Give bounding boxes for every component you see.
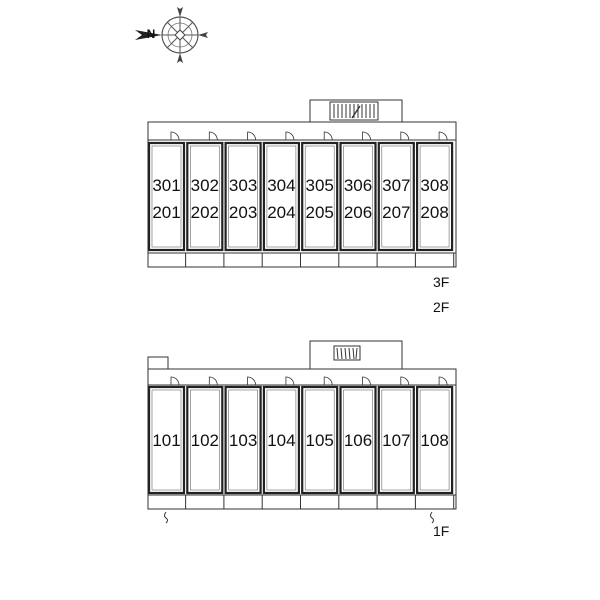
- unit-number-lower: 208: [420, 203, 448, 222]
- unit-cell: 101: [147, 376, 187, 509]
- unit-cell: 107: [377, 376, 416, 509]
- door-swing-icon: [208, 376, 218, 386]
- entrance-arrow-icon: [164, 511, 434, 524]
- floor-label-1f: 1F: [433, 523, 449, 539]
- door-swing-icon: [323, 131, 333, 141]
- unit-number: 101: [152, 431, 180, 450]
- door-swing-icon: [247, 376, 256, 386]
- door-swing-icon: [438, 131, 448, 141]
- unit-number-lower: 202: [191, 203, 219, 222]
- door-swing-icon: [170, 376, 180, 386]
- compass-rose-icon: [135, 7, 208, 63]
- upper-stairs: [333, 104, 375, 119]
- unit-cell: 105: [301, 376, 340, 509]
- unit-cell: 108: [416, 376, 455, 509]
- unit-number-lower: 204: [267, 203, 295, 222]
- door-swing-icon: [438, 376, 448, 386]
- door-swing-icon: [362, 131, 371, 141]
- upper-unit-row: 3012013022023032033042043052053062063072…: [147, 131, 455, 267]
- unit-number-upper: 302: [191, 176, 219, 195]
- door-swing-icon: [400, 376, 410, 386]
- door-swing-icon: [170, 131, 180, 141]
- unit-number-lower: 203: [229, 203, 257, 222]
- unit-cell: 102: [186, 376, 225, 509]
- door-swing-icon: [285, 376, 295, 386]
- door-swing-icon: [362, 376, 371, 386]
- north-label: N: [147, 27, 156, 41]
- unit-number: 108: [420, 431, 448, 450]
- unit-number-upper: 306: [344, 176, 372, 195]
- unit-number-lower: 207: [382, 203, 410, 222]
- unit-number-upper: 305: [306, 176, 334, 195]
- unit-cell: 106: [339, 376, 378, 509]
- unit-number-upper: 308: [420, 176, 448, 195]
- unit-number-lower: 206: [344, 203, 372, 222]
- unit-cell: 104: [262, 376, 301, 509]
- unit-number-lower: 205: [306, 203, 334, 222]
- lower-stairs: [336, 347, 358, 360]
- unit-cell: 103: [224, 376, 263, 509]
- floor-label-3f: 3F: [433, 274, 449, 290]
- unit-number-lower: 201: [152, 203, 180, 222]
- unit-number: 106: [344, 431, 372, 450]
- door-swing-icon: [400, 131, 410, 141]
- door-swing-icon: [247, 131, 256, 141]
- unit-number: 104: [267, 431, 295, 450]
- unit-number: 107: [382, 431, 410, 450]
- unit-number: 105: [306, 431, 334, 450]
- door-swing-icon: [323, 376, 333, 386]
- lower-unit-row: 101 102 103 104 105 106 107 108: [147, 376, 455, 509]
- floor-label-2f: 2F: [433, 299, 449, 315]
- unit-number: 103: [229, 431, 257, 450]
- unit-number-upper: 304: [267, 176, 295, 195]
- unit-number-upper: 307: [382, 176, 410, 195]
- unit-number-upper: 301: [152, 176, 180, 195]
- door-swing-icon: [208, 131, 218, 141]
- door-swing-icon: [285, 131, 295, 141]
- unit-number: 102: [191, 431, 219, 450]
- unit-number-upper: 303: [229, 176, 257, 195]
